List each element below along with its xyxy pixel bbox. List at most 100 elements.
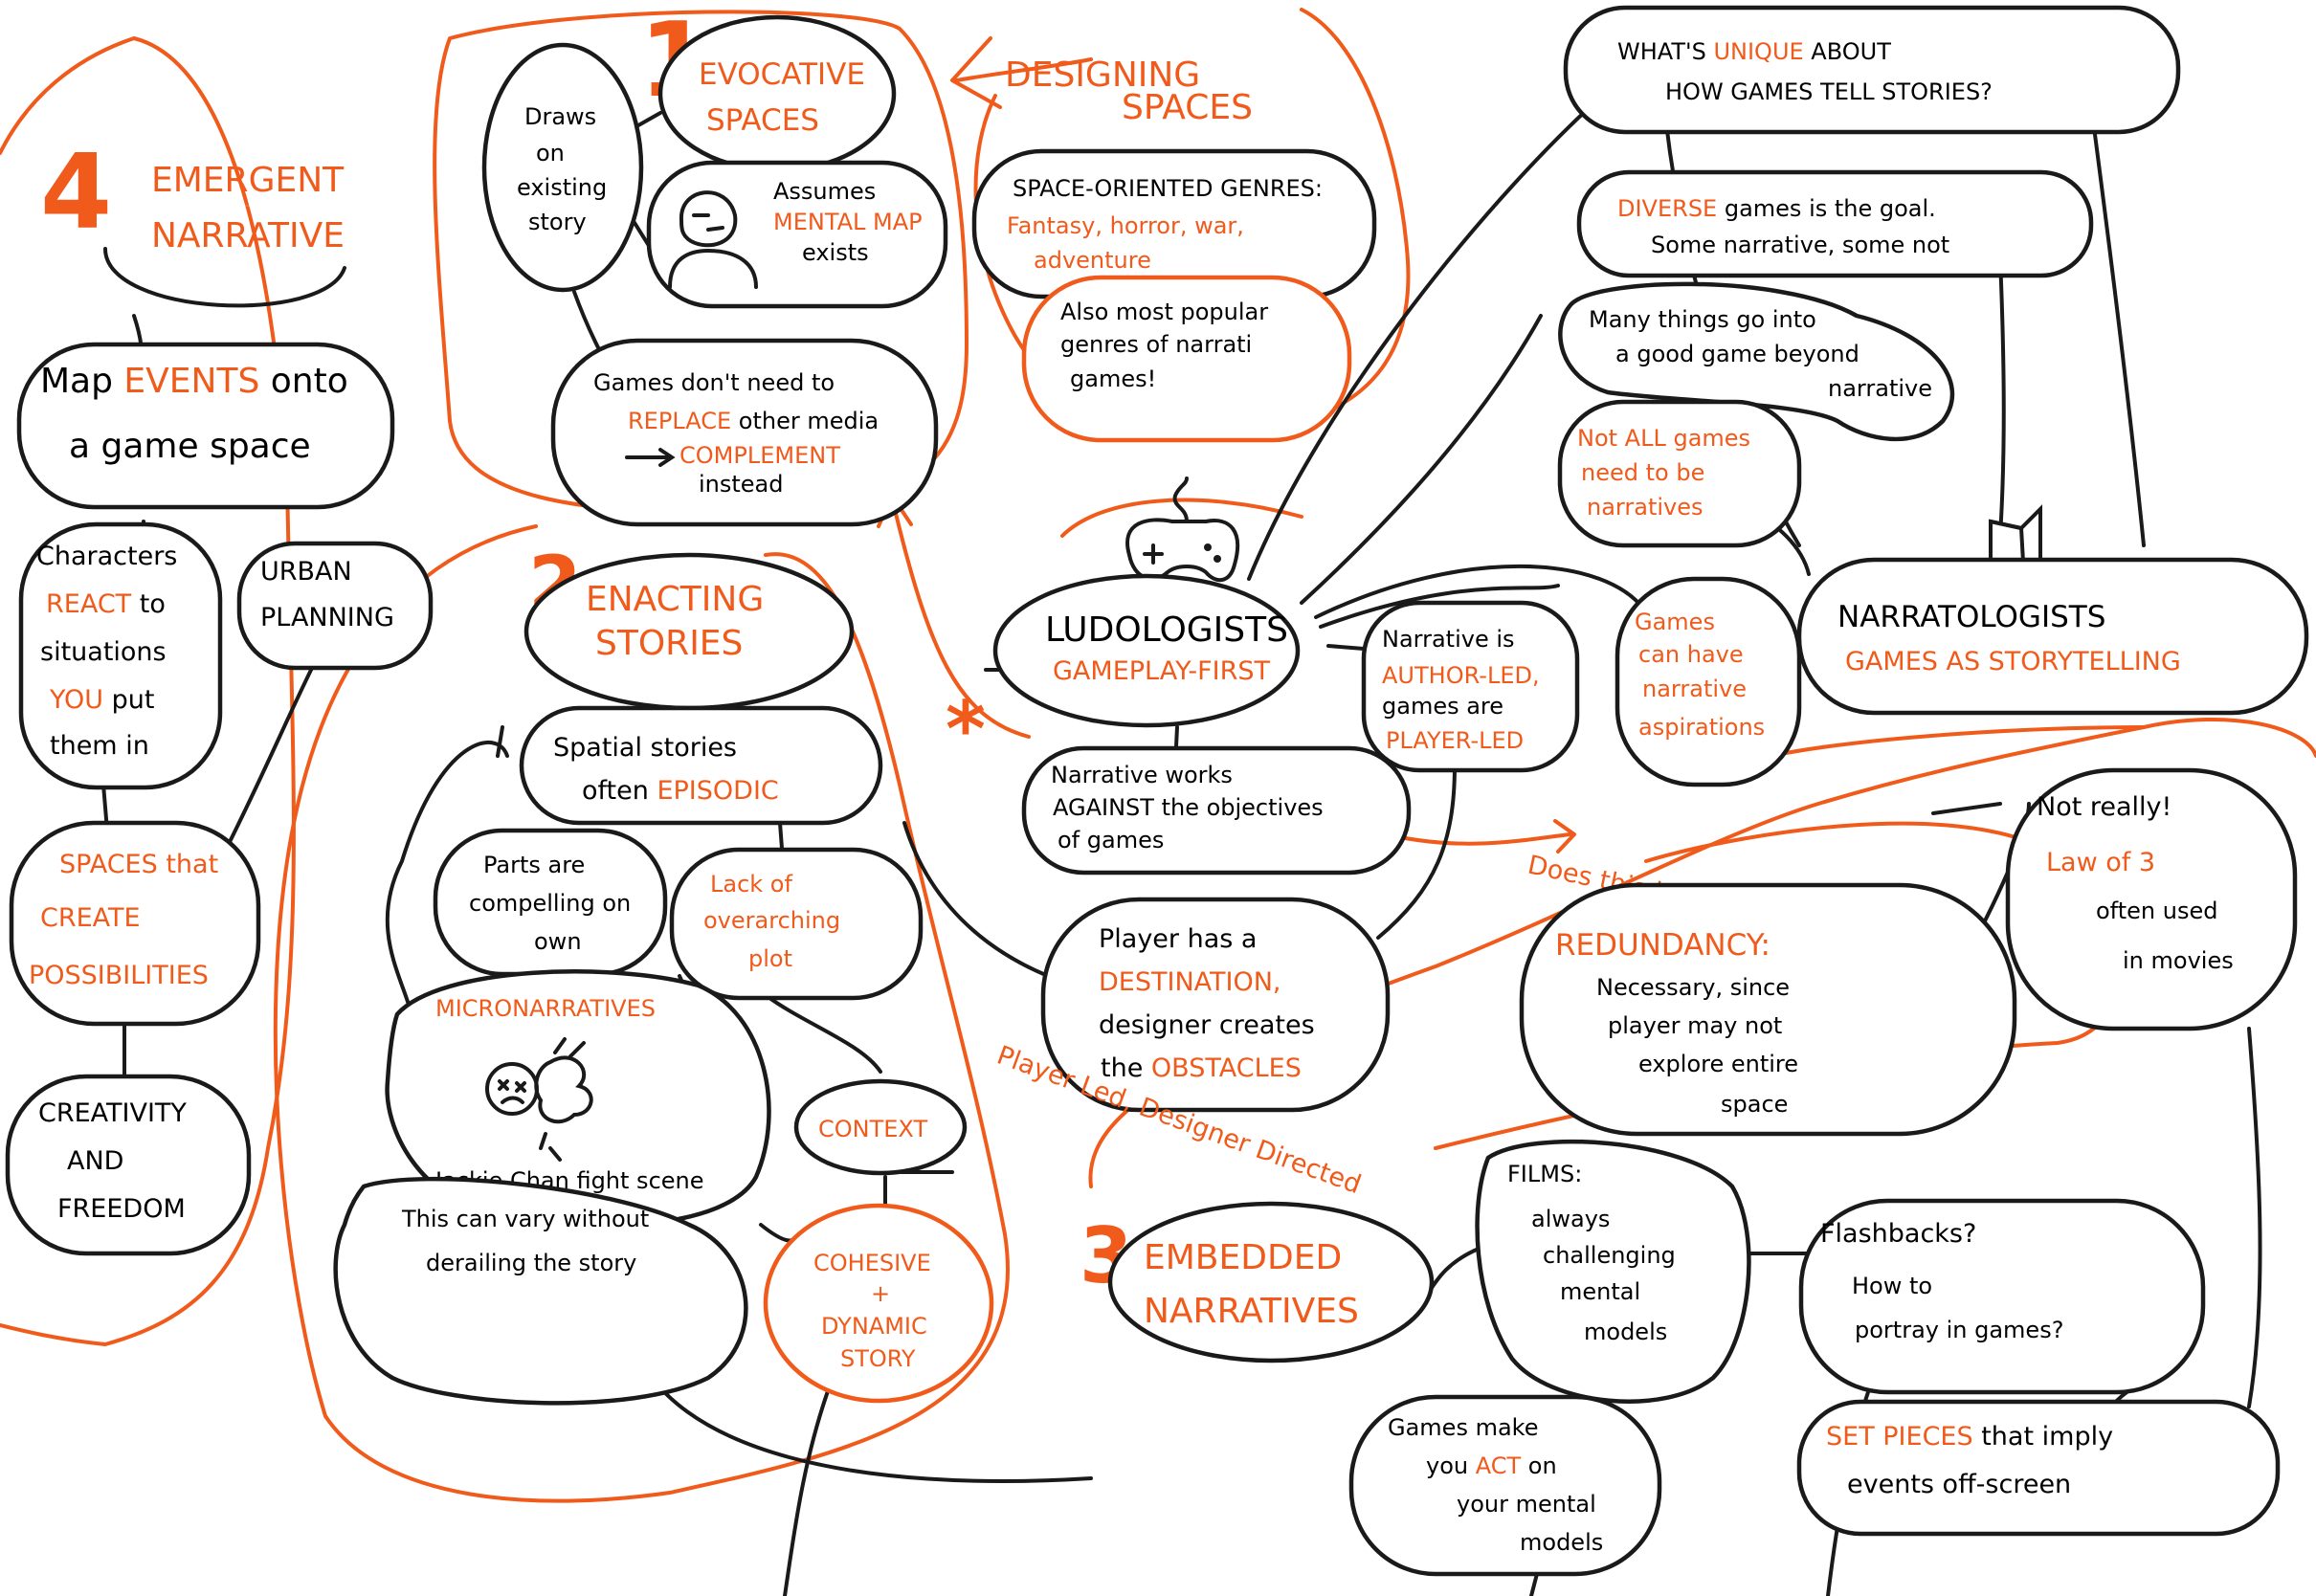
creativity-l2: AND (67, 1146, 123, 1176)
films-l2: always (1531, 1206, 1610, 1232)
mental-map-l2: MENTAL MAP (773, 209, 923, 235)
narratologists-subtitle: GAMES AS STORYTELLING (1845, 647, 2181, 676)
redundancy-l4: space (1721, 1091, 1788, 1118)
draws-l2: on (536, 140, 565, 166)
mental-map-l1: Assumes (773, 178, 876, 205)
person-sketch-icon (668, 190, 758, 289)
question-bubble (1563, 5, 2181, 135)
cohesive-l1: COHESIVE (813, 1250, 931, 1276)
genres-l1: SPACE-ORIENTED GENRES: (1013, 175, 1323, 202)
lack-bubble (669, 847, 924, 1001)
works-against-l3: of games (1058, 827, 1164, 853)
not-all-bubble (1557, 399, 1802, 548)
redundancy-l2: player may not (1608, 1012, 1782, 1039)
not-really-l2: Law of 3 (2046, 848, 2155, 877)
urban-bubble (236, 541, 434, 671)
ludology-arc (1060, 498, 1303, 538)
flashbacks-l1: Flashbacks? (1820, 1219, 1976, 1249)
arrow-question-head (950, 36, 1002, 109)
cohesive-l2: + (871, 1280, 890, 1307)
works-against-l2: AGAINST the objectives (1053, 794, 1324, 821)
replace-l2: REPLACE other media (628, 408, 879, 434)
act-l4: models (1520, 1529, 1603, 1556)
embedded-title-l1: EMBEDDED (1144, 1238, 1342, 1277)
question-l1: WHAT'S UNIQUE ABOUT (1617, 38, 1891, 65)
section4-title-l1: EMERGENT (151, 161, 345, 200)
lack-l2: overarching (703, 907, 840, 934)
section3-right-curve (1769, 725, 2146, 758)
films-l1: FILMS: (1507, 1161, 1582, 1187)
map-events-bubble (16, 342, 395, 510)
creativity-bubble (5, 1074, 252, 1256)
gamepad-icon (1125, 477, 1240, 583)
episodic-l1: Spatial stories (553, 733, 737, 763)
vary-l1: This can vary without (401, 1206, 649, 1232)
cohesive-bubble[interactable] (763, 1203, 994, 1404)
author-led-l2: AUTHOR-LED, (1382, 662, 1540, 689)
episodic-l2: often EPISODIC (582, 776, 779, 806)
films-l4: mental (1560, 1278, 1640, 1305)
diverse-l2: Some narrative, some not (1651, 232, 1949, 258)
ludologists-title: LUDOLOGISTS (1045, 610, 1288, 650)
not-really-l1: Not really! (2037, 792, 2171, 822)
act-l1: Games make (1388, 1414, 1538, 1441)
destination-l4: the OBSTACLES (1101, 1053, 1302, 1083)
replace-l3: COMPLEMENT (679, 442, 840, 469)
creativity-l1: CREATIVITY (38, 1098, 187, 1128)
vary-bubble (333, 1176, 748, 1406)
diverse-l1: DIVERSE games is the goal. (1617, 195, 1936, 222)
author-led-l4: PLAYER-LED (1386, 727, 1524, 754)
context-label: CONTEXT (818, 1116, 927, 1142)
designing-title-l1: DESIGNING (1005, 55, 1200, 95)
lack-l1: Lack of (710, 871, 792, 898)
urban-l2: PLANNING (260, 603, 394, 632)
author-led-bubble (1361, 600, 1580, 773)
many-things-bubble (1558, 281, 1955, 442)
aspirations-l2: can have (1638, 641, 1744, 668)
cohesive-l3: DYNAMIC (821, 1313, 927, 1340)
flashbacks-l2: How to (1852, 1273, 1932, 1299)
act-bubble (1348, 1394, 1662, 1577)
author-led-l1: Narrative is (1382, 626, 1515, 653)
characters-bubble (18, 521, 223, 790)
embedded-title-l2: NARRATIVES (1144, 1292, 1359, 1331)
genres-l2: Fantasy, horror, war, (1007, 212, 1244, 239)
popular-l3: games! (1070, 366, 1156, 392)
popular-bubble[interactable] (1021, 275, 1352, 443)
characters-l3: situations (40, 637, 167, 667)
characters-l2: REACT to (46, 589, 166, 619)
mental-map-l3: exists (802, 239, 869, 266)
micro-bubble (385, 969, 771, 1228)
spaces-create-l3: POSSIBILITIES (29, 961, 209, 990)
act-l2: you ACT on (1426, 1452, 1557, 1479)
draws-l1: Draws (524, 103, 596, 130)
replace-l4: instead (699, 471, 784, 498)
films-l3: challenging (1543, 1242, 1676, 1269)
genres-l3: adventure (1034, 247, 1151, 274)
enacting-title-l2: STORIES (595, 624, 743, 663)
draws-bubble (481, 42, 644, 293)
aspirations-l4: aspirations (1638, 714, 1765, 741)
draws-l4: story (528, 209, 587, 235)
map-events-l2: a game space (69, 427, 311, 466)
lack-l3: plot (748, 945, 792, 972)
ludologists-bubble (992, 573, 1301, 728)
popular-l2: genres of narrati (1060, 331, 1252, 358)
parts-l1: Parts are (483, 852, 585, 878)
enacting-title-l1: ENACTING (586, 580, 764, 619)
films-bubble (1475, 1139, 1751, 1404)
redundancy-l3: explore entire (1638, 1051, 1798, 1077)
diverse-bubble (1576, 169, 2094, 278)
setpieces-bubble (1796, 1399, 2281, 1537)
fight-sketch-icon (485, 1037, 593, 1162)
replace-l1: Games don't need to (593, 369, 835, 396)
section4-number: 4 (40, 133, 112, 253)
characters-l4: YOU put (49, 685, 154, 715)
works-against-bubble (1021, 745, 1412, 876)
evocative-title-bubble (657, 14, 897, 173)
many-things-l3: narrative (1828, 375, 1932, 402)
replace-bubble (550, 338, 939, 527)
spaces-create-l2: CREATE (40, 903, 141, 933)
setpieces-l1: SET PIECES that imply (1826, 1422, 2113, 1452)
popular-l1: Also most popular (1060, 299, 1268, 325)
